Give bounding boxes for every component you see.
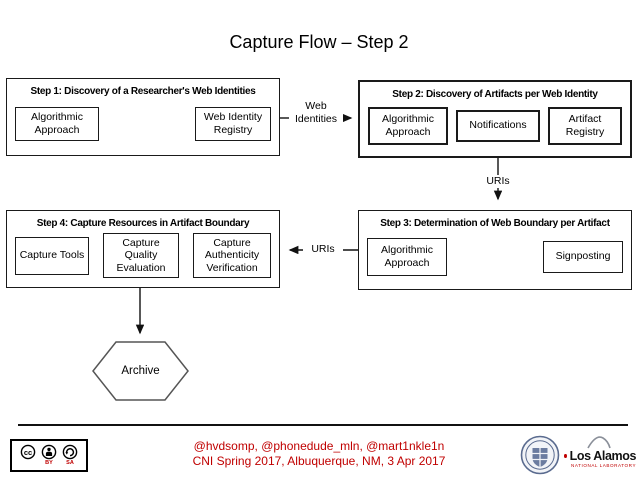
cc-by-label: BY	[45, 460, 53, 467]
svg-text:cc: cc	[24, 448, 32, 457]
step3-algorithmic-approach-box: Algorithmic Approach	[367, 237, 447, 276]
university-seal-icon	[519, 434, 561, 479]
step2-notifications-box: Notifications	[456, 109, 540, 142]
step1-box: Step 1: Discovery of a Researcher's Web …	[6, 78, 280, 156]
step3-box: Step 3: Determination of Web Boundary pe…	[358, 210, 632, 290]
los-alamos-swoosh-icon	[587, 436, 611, 449]
cc-icon: cc .	[20, 444, 36, 467]
web-identities-label: Web Identities	[289, 100, 343, 127]
step4-box: Step 4: Capture Resources in Artifact Bo…	[6, 210, 280, 288]
cc-by-icon: BY	[41, 444, 57, 467]
footer-attribution: @hvdsomp, @phonedude_mln, @mart1nkle1n C…	[0, 439, 638, 469]
uris-label-vertical: URIs	[481, 175, 515, 189]
step2-algorithmic-approach-box: Algorithmic Approach	[368, 106, 448, 145]
archive-label: Archive	[121, 365, 160, 377]
step2-subboxes: Algorithmic Approach Notifications Artif…	[360, 100, 630, 156]
red-bullet-icon	[564, 454, 567, 458]
step1-algorithmic-approach-box: Algorithmic Approach	[15, 106, 99, 141]
step4-capture-authenticity-verification-box: Capture Authenticity Verification	[193, 233, 271, 278]
page-title: Capture Flow – Step 2	[229, 32, 409, 52]
step3-subboxes: Algorithmic Approach Signposting	[359, 229, 631, 289]
step4-subboxes: Capture Tools Capture Quality Evaluation…	[7, 229, 279, 287]
step2-artifact-registry-box: Artifact Registry	[548, 106, 622, 145]
attribution-event: CNI Spring 2017, Albuquerque, NM, 3 Apr …	[192, 454, 446, 468]
cc-license-badge: cc . BY SA	[10, 439, 88, 472]
footer-divider	[18, 424, 628, 426]
cc-sa-label: SA	[66, 460, 74, 467]
step4-capture-tools-box: Capture Tools	[15, 236, 89, 275]
los-alamos-logo: Los Alamos NATIONAL LABORATORY	[564, 436, 636, 468]
step4-title: Step 4: Capture Resources in Artifact Bo…	[36, 218, 250, 229]
step1-web-identity-registry-box: Web Identity Registry	[195, 106, 271, 141]
step1-title: Step 1: Discovery of a Researcher's Web …	[30, 86, 256, 97]
attribution-handles: @hvdsomp, @phonedude_mln, @mart1nkle1n	[193, 439, 445, 453]
los-alamos-subtitle: NATIONAL LABORATORY	[571, 463, 637, 468]
step2-box: Step 2: Discovery of Artifacts per Web I…	[358, 80, 632, 158]
step2-title: Step 2: Discovery of Artifacts per Web I…	[392, 89, 598, 100]
cc-sa-icon: SA	[62, 444, 78, 467]
step4-capture-quality-evaluation-box: Capture Quality Evaluation	[103, 233, 179, 278]
los-alamos-name: Los Alamos	[569, 449, 637, 463]
step3-title: Step 3: Determination of Web Boundary pe…	[380, 218, 610, 229]
step1-subboxes: Algorithmic Approach Web Identity Regist…	[7, 97, 279, 155]
step3-signposting-box: Signposting	[543, 240, 623, 273]
uris-label-horizontal: URIs	[303, 243, 343, 257]
